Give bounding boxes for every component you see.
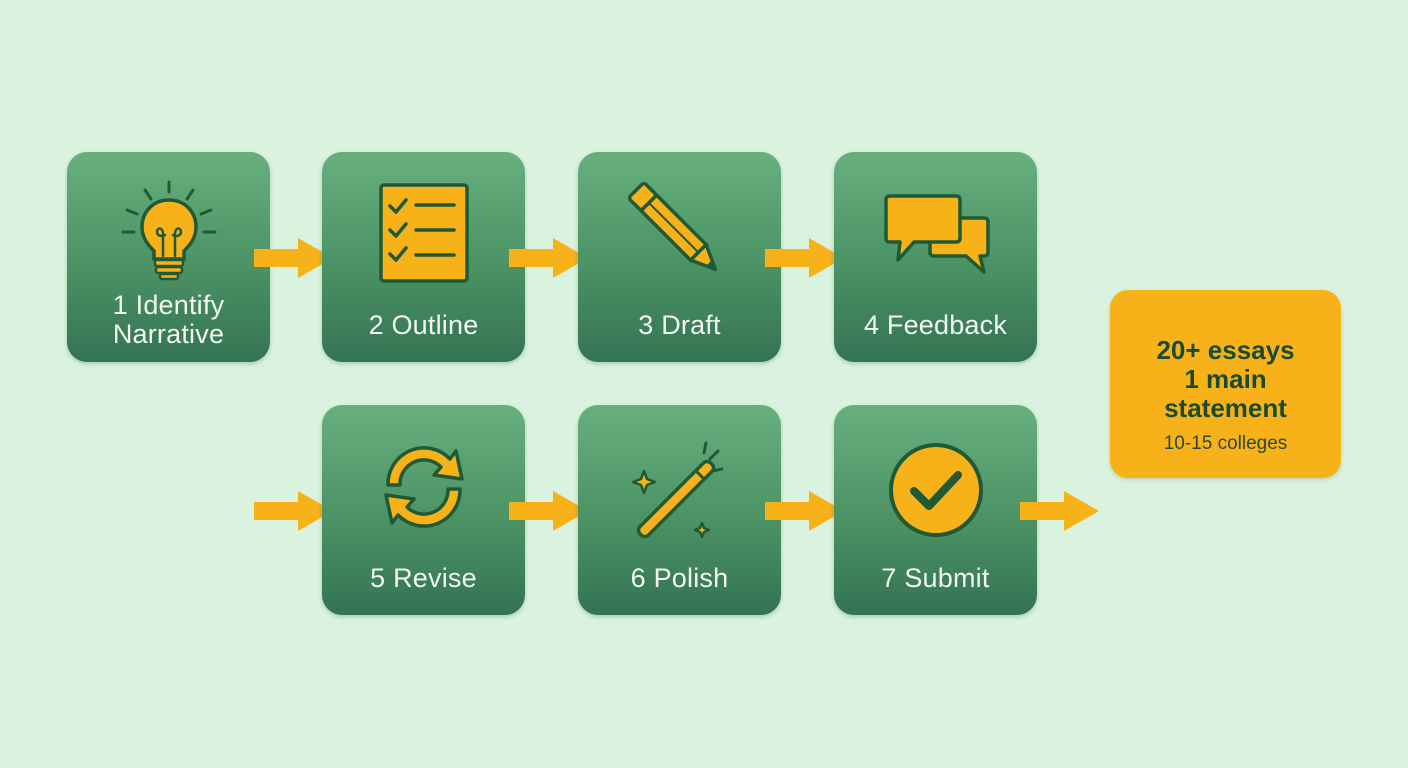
step-label: 4 Feedback [863, 310, 1008, 340]
step-outline: 2 Outline [322, 152, 525, 362]
lightbulb-icon [109, 176, 229, 286]
pencil-icon [620, 176, 740, 286]
flow-arrow [765, 489, 845, 533]
flow-arrow [254, 236, 334, 280]
flow-arrow [509, 489, 589, 533]
step-draft: 3 Draft [578, 152, 781, 362]
step-feedback: 4 Feedback [834, 152, 1037, 362]
checklist-icon [364, 176, 484, 286]
step-label-line-2: Narrative [112, 319, 225, 349]
flow-arrow [509, 236, 589, 280]
flow-arrow [1020, 489, 1100, 533]
summary-colleges-count: 10-15 colleges [1163, 433, 1288, 454]
step-label: 7 Submit [881, 563, 990, 593]
step-revise: 5 Revise [322, 405, 525, 615]
summary-essays-count: 20+ essays [1156, 335, 1295, 365]
step-label: 5 Revise [370, 563, 477, 593]
step-label: 3 Draft [638, 310, 721, 340]
flow-arrow [765, 236, 845, 280]
summary-main-label: 1 main [1184, 364, 1267, 394]
flow-arrow [254, 489, 334, 533]
checkmark-circle-icon [876, 429, 996, 539]
cycle-arrows-icon [364, 429, 484, 539]
step-label-line-1: 1 Identify [112, 290, 225, 320]
step-label: 6 Polish [630, 563, 729, 593]
step-identify-narrative: 1 Identify Narrative [67, 152, 270, 362]
step-label: 1 Identify Narrative [67, 291, 270, 349]
magic-wand-icon [620, 429, 740, 539]
summary-statement-label: statement [1164, 393, 1287, 423]
step-polish: 6 Polish [578, 405, 781, 615]
summary-box: 20+ essays 1 main statement 10-15 colleg… [1110, 290, 1341, 478]
chat-bubbles-icon [876, 176, 996, 286]
step-label: 2 Outline [368, 310, 479, 340]
step-submit: 7 Submit [834, 405, 1037, 615]
